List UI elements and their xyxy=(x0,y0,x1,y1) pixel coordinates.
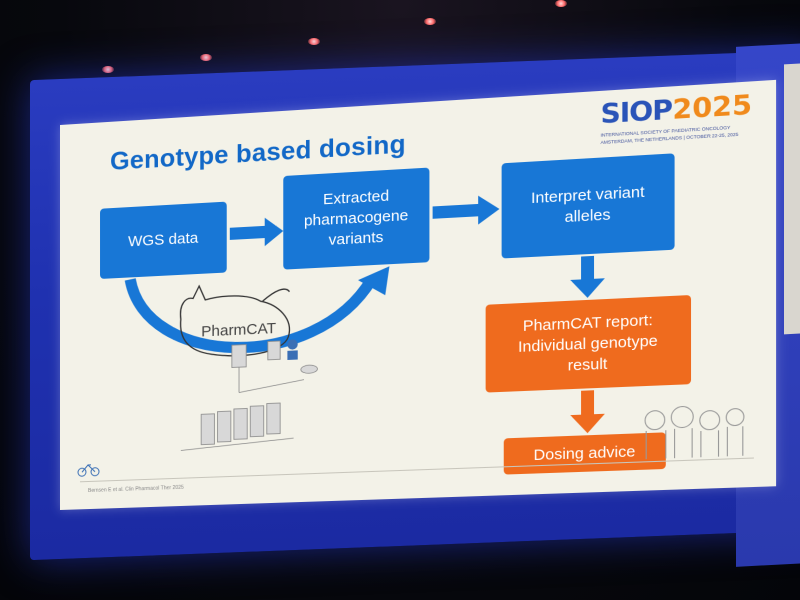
pharmcat-logo-label: PharmCAT xyxy=(201,319,277,341)
children-doodle-icon xyxy=(645,404,744,459)
ceiling-light xyxy=(555,0,567,7)
curved-arrow-icon xyxy=(130,266,389,352)
arrow-right-icon xyxy=(229,216,284,247)
bicycle-icon xyxy=(77,465,99,477)
ceiling-light xyxy=(102,66,114,73)
server-cluster-icon xyxy=(181,339,318,450)
ceiling-light xyxy=(308,38,320,45)
arrow-down-icon xyxy=(570,255,605,299)
flow-arrows xyxy=(77,194,776,510)
arrow-down-icon xyxy=(570,390,605,434)
side-screen-inset xyxy=(784,63,800,335)
ceiling-light xyxy=(200,54,212,61)
presentation-slide: Genotype based dosing SIOP 2025 INTERNAT… xyxy=(60,79,777,510)
arrow-right-icon xyxy=(432,194,500,225)
ceiling-light xyxy=(424,18,436,25)
